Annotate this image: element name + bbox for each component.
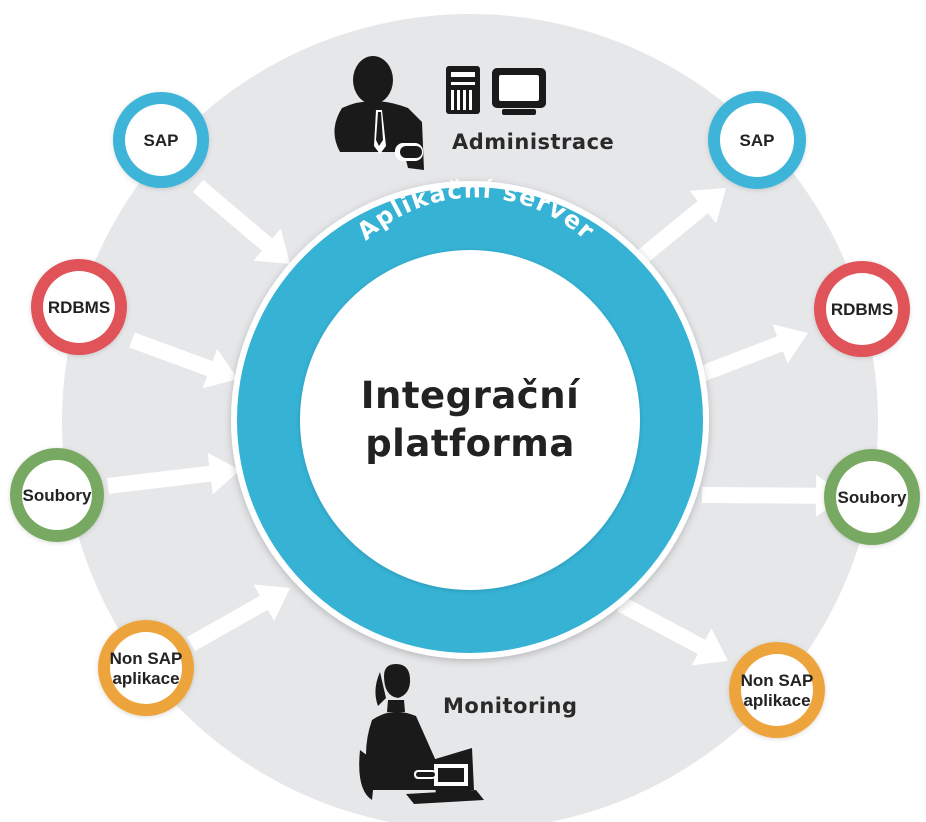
target-node-sap: SAP — [708, 91, 806, 189]
source-node-label-rdbms: RDBMS — [48, 298, 110, 317]
target-node-face-soubory — [836, 461, 908, 533]
target-node-soubory: Soubory — [824, 449, 920, 545]
outbound-arrow-rdbms — [696, 324, 808, 383]
monitor-label: Monitoring — [443, 694, 577, 718]
target-node-label-non-sap-line2: aplikace — [743, 691, 810, 710]
monitor-icon — [492, 68, 546, 115]
source-node-label-sap: SAP — [144, 131, 179, 150]
target-node-rdbms: RDBMS — [814, 261, 910, 357]
target-node-face-sap — [720, 103, 794, 177]
flow-arrows — [107, 179, 846, 666]
target-node-label-rdbms: RDBMS — [831, 300, 893, 319]
monitor-group: Monitoring — [359, 664, 577, 804]
source-node-label-soubory: Soubory — [23, 486, 92, 505]
inbound-arrow-non-sap — [187, 584, 290, 651]
source-node-label-non-sap-line1: Non SAP — [110, 649, 183, 668]
source-node-label-non-sap-line2: aplikace — [112, 669, 179, 688]
outbound-arrow-soubory — [701, 474, 846, 517]
core-circle — [300, 250, 640, 590]
admin-group: Administrace — [334, 56, 614, 170]
businessman-silhouette-icon — [334, 56, 424, 170]
source-node-face-non-sap — [110, 632, 182, 704]
businesswoman-laptop-icon — [359, 664, 484, 804]
source-node-sap: SAP — [113, 92, 209, 188]
source-node-soubory: Soubory — [10, 448, 104, 542]
admin-label: Administrace — [452, 130, 614, 154]
core-title-line1: Integrační — [361, 374, 581, 417]
target-node-face-non-sap — [741, 654, 813, 726]
core-title-line2: platforma — [365, 422, 575, 465]
target-node-face-rdbms — [826, 273, 898, 345]
inbound-arrow-rdbms — [129, 332, 238, 389]
outbound-arrow-non-sap — [617, 596, 728, 666]
server-tower-icon — [446, 66, 480, 114]
source-node-face-sap — [125, 104, 197, 176]
source-node-face-rdbms — [43, 271, 115, 343]
target-node-label-non-sap-line1: Non SAP — [741, 671, 814, 690]
inbound-arrow-soubory — [107, 452, 240, 495]
outbound-arrow-sap — [630, 188, 726, 269]
inbound-arrow-sap — [192, 179, 290, 264]
source-node-face-soubory — [22, 460, 92, 530]
source-node-rdbms: RDBMS — [31, 259, 127, 355]
target-node-label-sap: SAP — [740, 131, 775, 150]
target-node-label-soubory: Soubory — [838, 488, 907, 507]
